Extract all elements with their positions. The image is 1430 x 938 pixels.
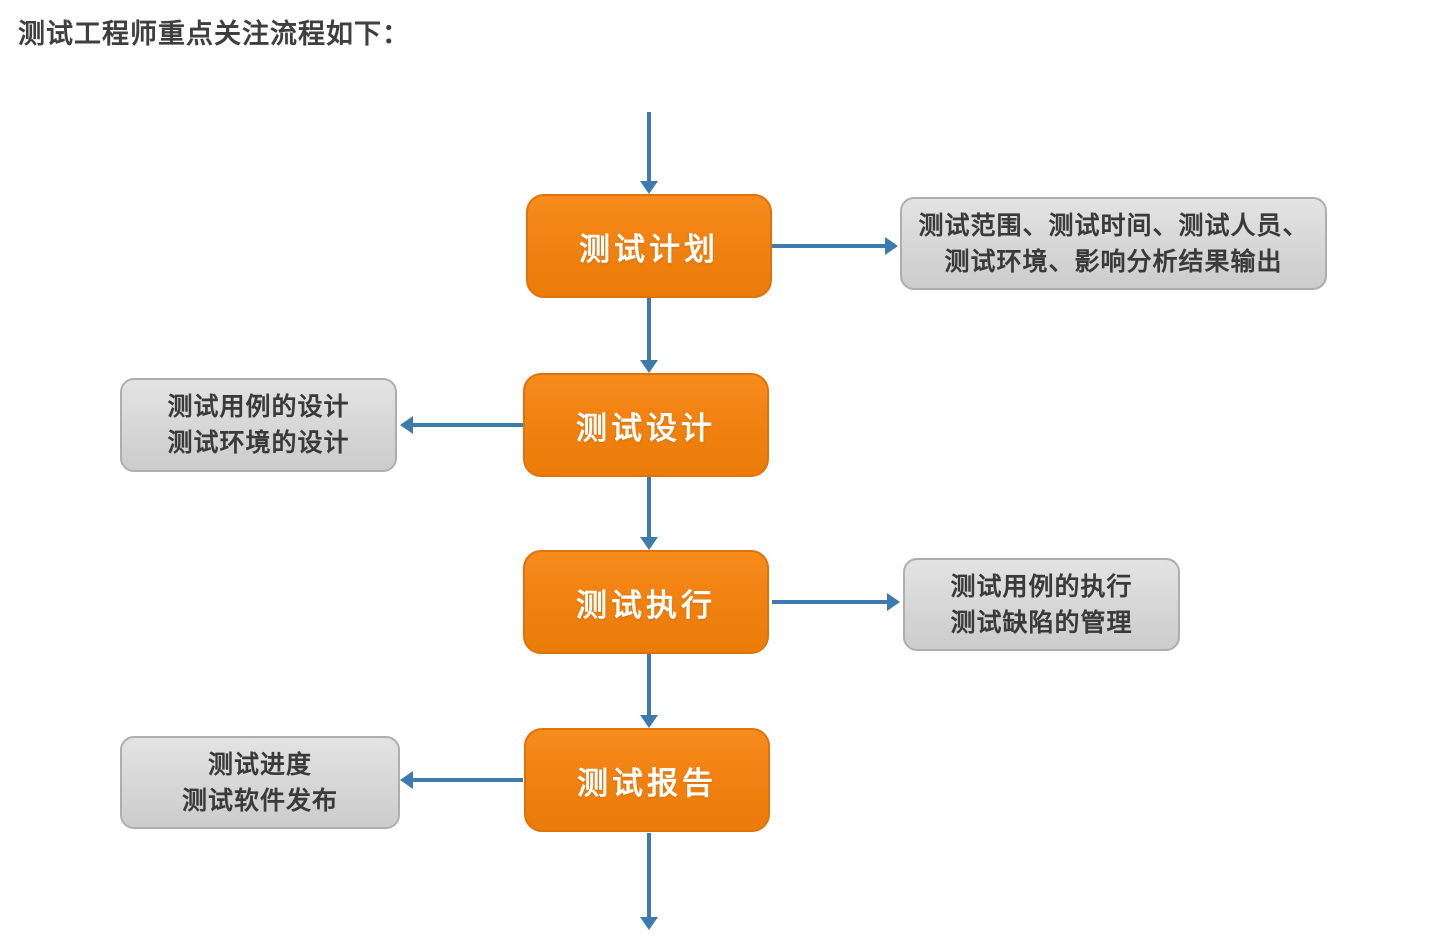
flow-node-test-exec: 测试执行	[523, 550, 769, 654]
flow-node-label: 测试计划	[579, 231, 719, 267]
flow-node-test-design: 测试设计	[523, 373, 769, 477]
side-note-line: 测试环境的设计	[167, 429, 350, 457]
arrow-test-plan-to-note	[772, 237, 898, 255]
arrow-into-test-plan	[640, 112, 658, 194]
side-note-line: 测试缺陷的管理	[950, 608, 1133, 637]
side-note-line: 测试进度	[207, 750, 312, 779]
flow-node-label: 测试设计	[576, 410, 716, 446]
arrow-test-report-to-note	[400, 771, 523, 789]
side-note-line: 测试用例的设计	[167, 393, 350, 421]
arrow-test-design-to-test-exec	[640, 477, 658, 550]
side-note-test-plan-outputs: 测试范围、测试时间、测试人员、 测试环境、影响分析结果输出	[900, 197, 1327, 290]
flow-node-label: 测试执行	[576, 587, 716, 623]
arrow-out-of-test-report	[640, 833, 658, 930]
side-note-line: 测试环境、影响分析结果输出	[944, 247, 1283, 276]
page-title: 测试工程师重点关注流程如下：	[18, 19, 410, 49]
side-note-test-design-outputs: 测试用例的设计 测试环境的设计	[120, 378, 397, 472]
flow-node-test-report: 测试报告	[524, 728, 770, 832]
flow-node-test-plan: 测试计划	[526, 194, 772, 298]
arrow-test-plan-to-test-design	[640, 298, 658, 373]
arrow-test-design-to-note	[400, 416, 523, 434]
arrow-test-exec-to-test-report	[640, 654, 658, 728]
side-note-line: 测试软件发布	[181, 786, 338, 815]
side-note-line: 测试范围、测试时间、测试人员、	[918, 211, 1309, 240]
side-note-test-exec-outputs: 测试用例的执行 测试缺陷的管理	[903, 558, 1180, 651]
flow-node-label: 测试报告	[577, 765, 717, 801]
arrow-test-exec-to-note	[772, 593, 900, 611]
side-note-line: 测试用例的执行	[950, 572, 1133, 601]
side-note-test-report-outputs: 测试进度 测试软件发布	[120, 736, 400, 829]
